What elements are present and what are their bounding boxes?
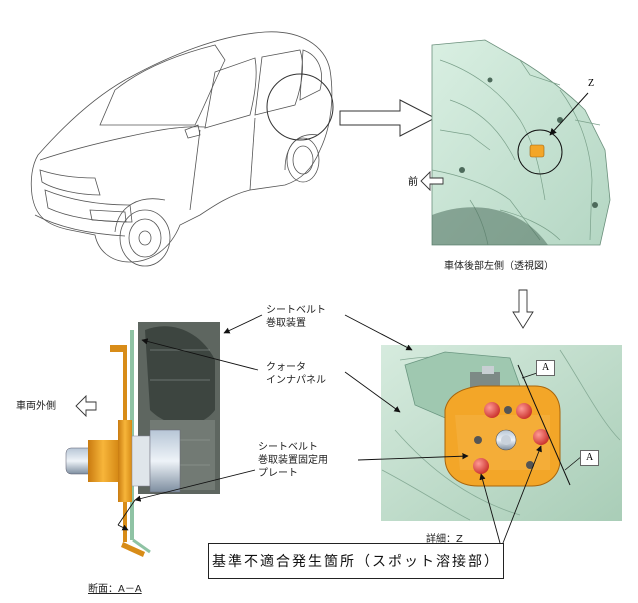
- front-arrow: [420, 170, 444, 192]
- car-callout-circle: [266, 73, 334, 141]
- section-line-a: [517, 364, 571, 486]
- front-label: 前: [408, 175, 418, 188]
- plate-leader-left-top: [134, 469, 256, 502]
- detail-z-circle: [517, 129, 563, 175]
- section-marker-a-top: A: [536, 360, 556, 376]
- retractor-plate-line-2: 巻取装置固定用: [258, 455, 328, 466]
- z-leader: [549, 92, 589, 136]
- quarter-inner-panel-line-1: クォータ: [266, 362, 306, 373]
- spot-weld-3: [533, 429, 549, 445]
- plate-leader-right: [357, 453, 469, 461]
- quarter-inner-panel-label: クォータ インナパネル: [266, 361, 326, 387]
- spot-weld-2: [516, 403, 532, 419]
- section-marker-a-bottom: A: [580, 450, 600, 466]
- rear-view-caption: 車体後部左側（透視図）: [444, 261, 554, 272]
- weld-leader-1: [479, 473, 501, 544]
- section-marker-leader-bottom: [564, 455, 583, 471]
- quarter-panel-leader-right: [344, 371, 401, 413]
- quarter-panel-leader-left: [141, 338, 259, 371]
- seatbelt-retractor-line-1: シートベルト: [266, 305, 326, 316]
- seatbelt-retractor-line-2: 巻取装置: [266, 318, 306, 329]
- detail-caption: 詳細：Z: [426, 534, 463, 545]
- spot-weld-1: [484, 402, 500, 418]
- outside-arrow: [75, 394, 97, 418]
- hollow-arrow-down: [512, 289, 534, 329]
- vehicle-line-drawing: [30, 31, 333, 267]
- cross-section-view: [65, 322, 220, 557]
- vehicle-outside-label: 車両外側: [16, 401, 56, 412]
- spot-weld-4: [473, 458, 489, 474]
- retractor-plate-line-1: シートベルト: [258, 442, 318, 453]
- plate-leader-left-bottom-2: [117, 524, 129, 531]
- retractor-plate-line-3: プレート: [258, 468, 298, 479]
- retractor-plate-label: シートベルト 巻取装置固定用 プレート: [258, 441, 328, 480]
- seatbelt-retractor-label: シートベルト 巻取装置: [266, 304, 326, 330]
- weld-leader-2: [502, 445, 542, 544]
- z-marker-label: Z: [588, 78, 594, 89]
- nonconformity-location-box: 基準不適合発生箇所（スポット溶接部）: [208, 543, 504, 579]
- retractor-leader-left: [223, 314, 263, 334]
- quarter-inner-panel-line-2: インナパネル: [266, 375, 326, 386]
- retractor-leader-right: [344, 314, 413, 351]
- detail-z-view: [381, 345, 622, 521]
- hollow-arrow-right: [339, 99, 437, 137]
- section-caption: 断面：A－A: [88, 584, 142, 595]
- rear-body-view: [431, 39, 611, 246]
- plate-leader-left-bottom: [117, 499, 136, 526]
